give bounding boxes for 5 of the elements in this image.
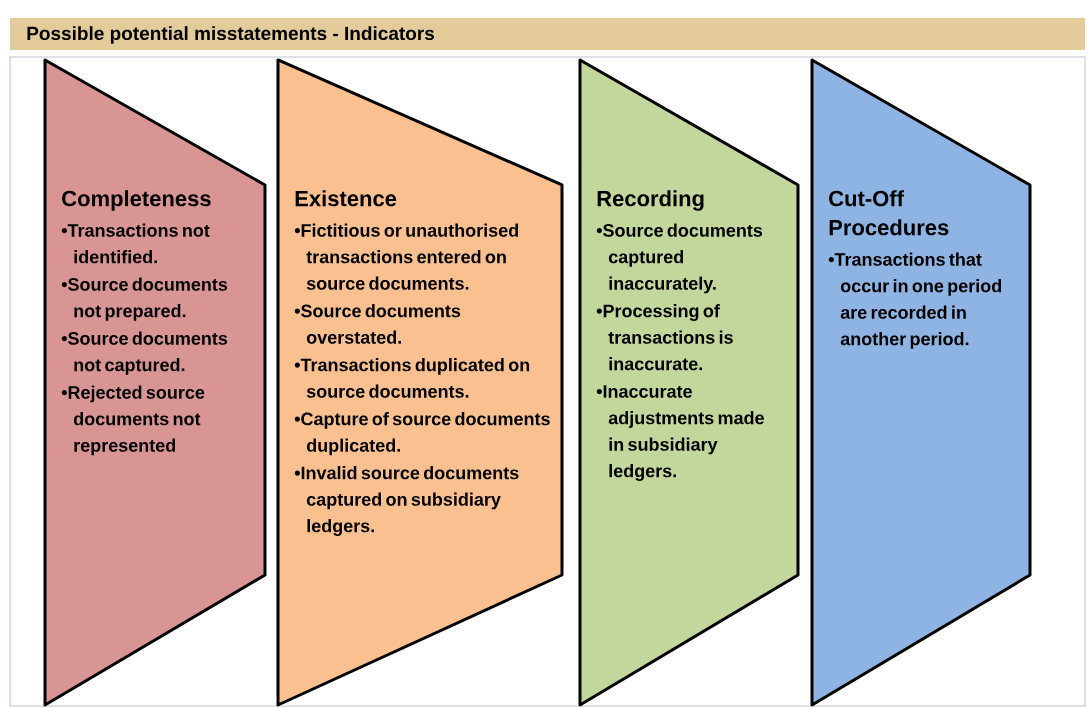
indicator-panel: Cut-Off Procedures •Transactions that occur in one period are recorded in another period. — [810, 58, 1032, 707]
indicator-panel: Existence •Fictitious or unauthorised transactions entered on source documents. •Source documents overstated. •Transactions duplicated on source documents. •Capture of source documents duplicated. •Invalid source documents captured on subsidiary ledgers. — [276, 58, 564, 707]
title-bar: Possible potential misstatements - Indicators — [10, 18, 1085, 50]
indicator-panel: Completeness •Transactions not identified. •Source documents not prepared. •Source documents not captured. •Rejected source documents not represented — [43, 58, 267, 707]
indicator-panel: Recording •Source documents captured inaccurately. •Processing of transactions is inaccurate. •Inaccurate adjustments made in subsidiary ledgers. — [578, 58, 800, 707]
